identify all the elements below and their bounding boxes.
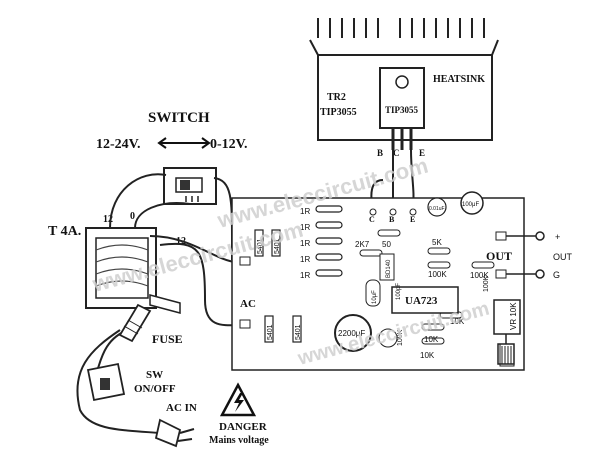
out-plus-label: + — [555, 232, 560, 242]
cap-small-label: 0.01uF — [429, 206, 445, 212]
cap-side-label: 10μF — [372, 290, 378, 304]
ic-cap-label: 100pF — [396, 283, 402, 300]
r50-label: 50 — [382, 240, 391, 249]
arrow-both-icon — [157, 137, 211, 149]
board-pin-c: C — [369, 215, 375, 224]
onoff-label: ON/OFF — [134, 383, 176, 395]
tr-part: TIP3055 — [320, 107, 357, 118]
out-label: OUT — [553, 252, 573, 262]
tap-0: 0 — [130, 211, 135, 222]
r10k-b-label: 10K — [424, 335, 439, 344]
tr-chip: TIP3055 — [385, 105, 419, 115]
diode1-label: 5401 — [257, 238, 264, 254]
ac-label: AC — [240, 298, 256, 310]
diode3-label: 5401 — [267, 324, 274, 340]
tap-12: 12 — [103, 214, 113, 225]
r2-label: 1R — [300, 239, 310, 248]
r10k-c-label: 10K — [420, 351, 435, 360]
bd-label: BD140 — [386, 259, 392, 278]
r4-label: 1R — [300, 271, 310, 280]
mains-label: Mains voltage — [209, 435, 269, 446]
r100k-b-label: 100K — [470, 271, 489, 280]
pcb-board: AC C B E 1R 1R 1R 1R 1R 5401 5401 5401 5… — [231, 191, 573, 371]
pin-e: E — [419, 148, 425, 158]
vr-label: VR 10K — [509, 302, 518, 330]
heatsink-label: HEATSINK — [433, 74, 485, 85]
board-pin-b: B — [389, 215, 395, 224]
tr-name: TR2 — [327, 92, 346, 103]
switch-title: SWITCH — [148, 110, 210, 126]
switch-left-label: 12-24V. — [96, 137, 140, 152]
power-switch: SW ON/OFF — [86, 362, 176, 402]
diode4-label: 5401 — [295, 324, 302, 340]
r5-label: 1R — [300, 207, 310, 216]
out-g-label: G — [553, 270, 560, 280]
r5k-label: 5K — [432, 238, 442, 247]
transformer-label: T 4A. — [48, 224, 81, 239]
r-side2-label: 100K — [397, 329, 404, 346]
voltage-switch: SWITCH 12-24V. 0-12V. — [96, 110, 247, 205]
lightning-icon — [234, 393, 244, 412]
pin-b: B — [377, 148, 383, 158]
fuse-label: FUSE — [152, 332, 183, 346]
sw-label: SW — [146, 369, 163, 381]
board-pin-e: E — [410, 215, 415, 224]
danger-label: DANGER — [219, 421, 268, 433]
r1-label: 1R — [300, 223, 310, 232]
r3-label: 1R — [300, 255, 310, 264]
cap-100-label: 100μF — [462, 202, 479, 208]
r-side-label: 100K — [483, 275, 490, 292]
diode2-label: 5401 — [274, 238, 281, 254]
ic-label: UA723 — [405, 295, 438, 307]
ac-plug: AC IN — [154, 402, 197, 448]
switch-right-label: 0-12V. — [210, 137, 247, 152]
transformer: T 4A. 12 0 12 — [48, 211, 186, 314]
cap-2200-label: 2200μF — [338, 329, 365, 338]
fuse: FUSE — [118, 303, 183, 346]
danger-sign: DANGER Mains voltage — [209, 382, 269, 446]
r2k7-label: 2K7 — [355, 240, 370, 249]
r10k-a-label: 10K — [450, 317, 465, 326]
r100k-a-label: 100K — [428, 270, 447, 279]
out-board-label: OUT — [486, 249, 512, 263]
pin-c: C — [393, 148, 400, 158]
heatsink: HEATSINK TR2 TIP3055 TIP3055 B C E — [309, 18, 499, 158]
ac-in-label: AC IN — [166, 402, 197, 414]
